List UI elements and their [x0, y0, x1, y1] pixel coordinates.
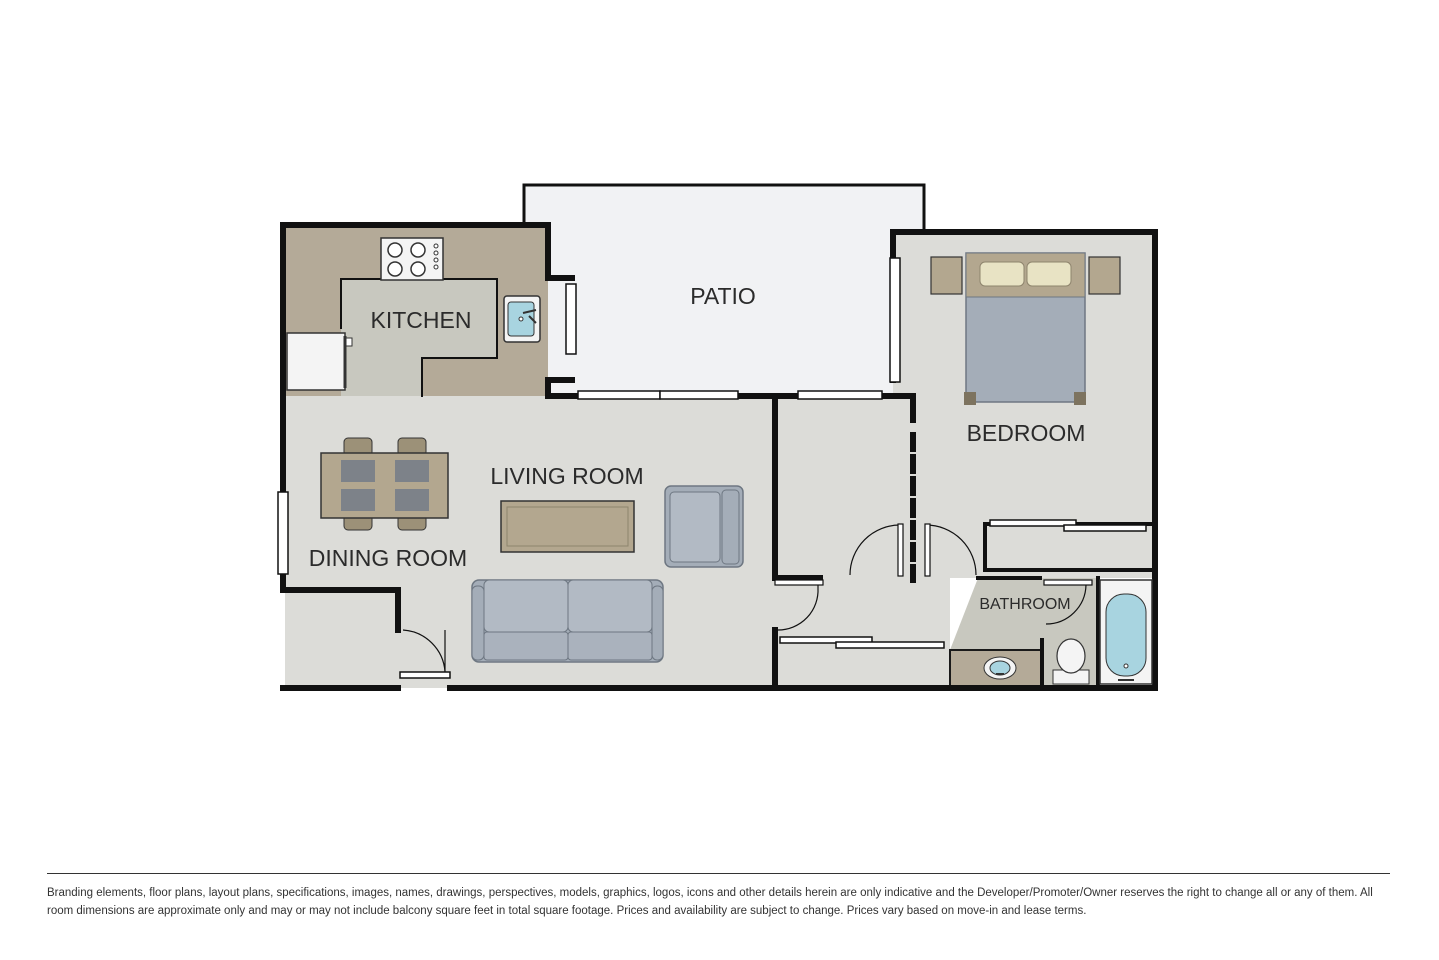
closet-slider-b	[835, 641, 945, 649]
windows	[277, 257, 1147, 679]
refrigerator-icon	[286, 332, 353, 391]
bedroom-closet-slider-a	[989, 519, 1077, 527]
floor-plan: PATIO KITCHEN BEDROOM LIVING ROOM DINING…	[277, 183, 1158, 691]
bedroom-label: BEDROOM	[967, 420, 1086, 446]
bedroom-window	[889, 257, 901, 383]
patio-slider-left	[577, 390, 661, 400]
toilet-icon	[1052, 638, 1090, 685]
kitchen-appliances	[286, 237, 541, 391]
kitchen-floor	[341, 279, 497, 396]
bathroom-sink-icon	[983, 656, 1017, 680]
hall-door-leaf-right	[924, 523, 931, 577]
armchair-icon	[664, 485, 744, 568]
entry-door-swing	[402, 629, 446, 673]
kitchen-jamb	[545, 275, 575, 399]
stove-icon	[380, 237, 444, 281]
bath-wall	[976, 576, 1100, 690]
patio-slider-right	[659, 390, 739, 400]
footer-divider	[47, 873, 1390, 874]
kitchen-label: KITCHEN	[371, 307, 472, 333]
kitchen-inner-wall	[340, 278, 498, 397]
entry-threshold	[399, 671, 451, 679]
kitchen-outer-wall	[280, 222, 551, 399]
patio-wall	[522, 183, 926, 230]
closet-door-leaf	[774, 579, 824, 586]
coffee-table-icon	[500, 500, 635, 553]
hall-door-left	[849, 524, 901, 576]
bedroom-closet-slider-b	[1063, 524, 1147, 532]
kitchen-window	[565, 283, 577, 355]
sofa-icon	[471, 579, 664, 663]
disclaimer-text: Branding elements, floor plans, layout p…	[47, 887, 1373, 917]
patio-slider-east	[797, 390, 883, 400]
hall-door-right	[925, 524, 977, 576]
bathroom-label: BATHROOM	[979, 596, 1070, 613]
patio-floor	[524, 185, 924, 396]
dining-table-icon	[320, 437, 449, 531]
bed-icon	[930, 252, 1121, 405]
bath-door-swing	[1045, 584, 1087, 625]
dining-room-label: DINING ROOM	[309, 545, 467, 571]
bathtub-icon	[1099, 579, 1153, 685]
kitchen-sink-icon	[503, 295, 541, 343]
patio-south-wall	[545, 393, 916, 423]
doors	[402, 523, 1093, 673]
closet-slider-a	[779, 636, 873, 644]
living-room-label: LIVING ROOM	[490, 463, 643, 489]
patio-label: PATIO	[690, 283, 756, 309]
closet-wall	[772, 397, 823, 691]
dining-window	[277, 491, 289, 575]
bath-door-leaf	[1043, 579, 1093, 586]
hall-door-leaf-left	[897, 523, 904, 577]
